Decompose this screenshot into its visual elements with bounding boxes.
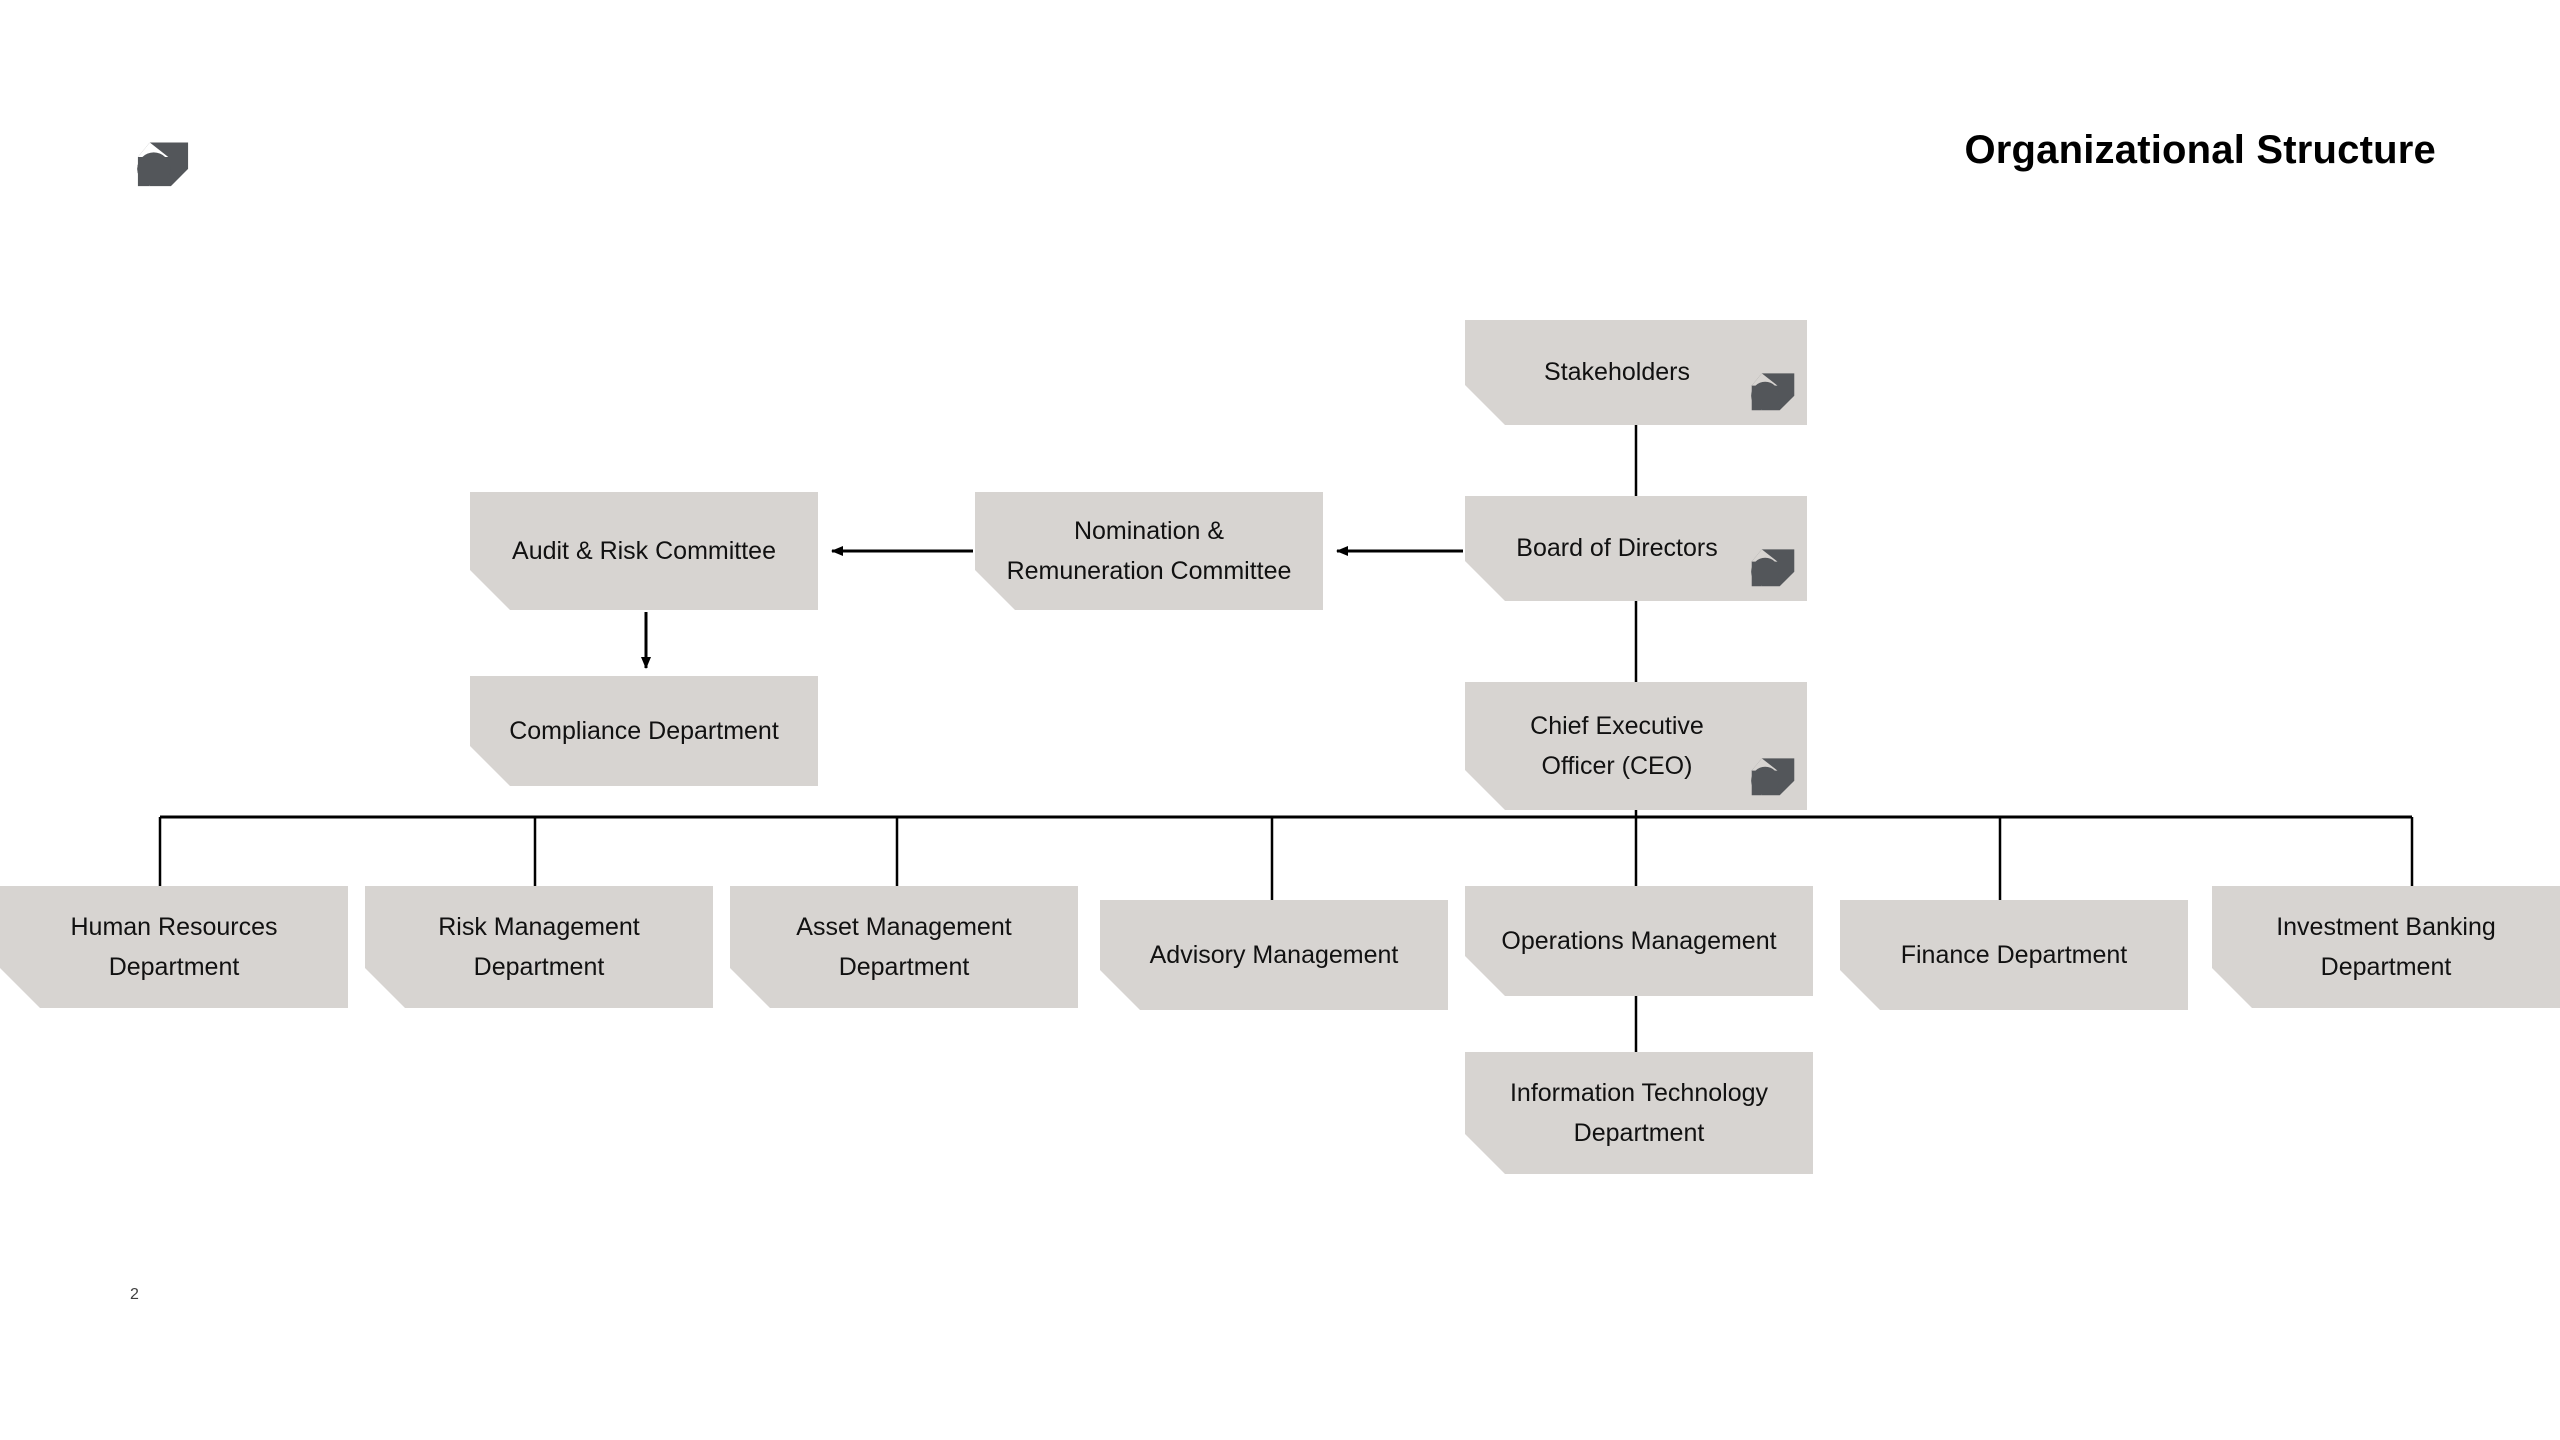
node-label: Board of Directors	[1516, 534, 1718, 563]
node-stakeholders[interactable]: Stakeholders	[1465, 320, 1807, 425]
node-nomination-remuneration-committee[interactable]: Nomination & Remuneration Committee	[975, 492, 1323, 610]
node-human-resources-department[interactable]: Human Resources Department	[0, 886, 348, 1008]
node-finance-department[interactable]: Finance Department	[1840, 900, 2188, 1010]
company-logo-icon	[1745, 746, 1801, 802]
node-label: Compliance Department	[509, 716, 779, 745]
node-label: Audit & Risk Committee	[512, 536, 776, 565]
node-risk-management-department[interactable]: Risk Management Department	[365, 886, 713, 1008]
page-title: Organizational Structure	[1964, 128, 2436, 172]
node-information-technology-department[interactable]: Information Technology Department	[1465, 1052, 1813, 1174]
page-number: 2	[130, 1286, 139, 1303]
node-asset-management-department[interactable]: Asset Management Department	[730, 886, 1078, 1008]
node-investment-banking-department[interactable]: Investment Banking Department	[2212, 886, 2560, 1008]
node-label: Risk Management Department	[438, 912, 640, 981]
node-label: Investment Banking Department	[2276, 912, 2496, 981]
node-audit-risk-committee[interactable]: Audit & Risk Committee	[470, 492, 818, 610]
node-label: Advisory Management	[1149, 940, 1399, 969]
node-label: Human Resources Department	[70, 912, 278, 981]
node-compliance-department[interactable]: Compliance Department	[470, 676, 818, 786]
company-logo-icon	[1745, 361, 1801, 417]
node-board-of-directors[interactable]: Board of Directors	[1465, 496, 1807, 601]
node-chief-executive-officer[interactable]: Chief Executive Officer (CEO)	[1465, 682, 1807, 810]
node-label: Operations Management	[1501, 926, 1777, 955]
node-label: Chief Executive Officer (CEO)	[1530, 711, 1704, 780]
node-advisory-management[interactable]: Advisory Management	[1100, 900, 1448, 1010]
node-label: Information Technology Department	[1509, 1078, 1769, 1147]
company-logo-icon	[1745, 537, 1801, 593]
company-logo-icon	[130, 128, 196, 194]
node-label: Asset Management Department	[796, 912, 1012, 981]
node-label: Stakeholders	[1544, 358, 1690, 387]
node-operations-management[interactable]: Operations Management	[1465, 886, 1813, 996]
node-label: Nomination & Remuneration Committee	[1006, 516, 1292, 585]
node-label: Finance Department	[1900, 940, 2128, 969]
